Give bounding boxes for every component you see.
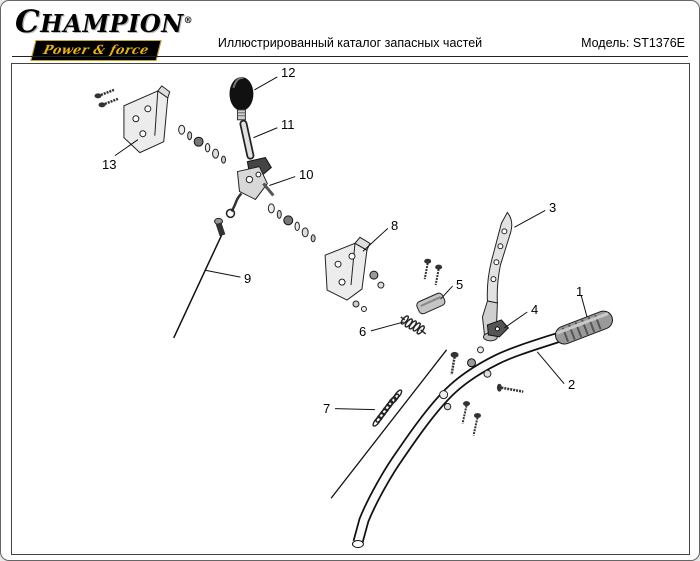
part-1-grip [554, 310, 613, 345]
part-callout-7: 7 [323, 401, 331, 416]
part-callout-11: 11 [281, 117, 295, 132]
handlebar-fasteners [439, 346, 524, 436]
brand-tagline-banner: Power & force [30, 39, 162, 61]
part-callout-5: 5 [456, 277, 464, 292]
part-callout-13: 13 [102, 157, 117, 172]
part-7-spring-cable [330, 349, 448, 499]
catalog-title: Иллюстрированный каталог запасных частей [217, 36, 483, 50]
brand-text: CHAMPION [15, 4, 184, 40]
header-divider [12, 56, 688, 57]
washer-set-upper [178, 124, 227, 164]
part-callout-12: 12 [281, 65, 296, 80]
exploded-diagram [94, 76, 613, 549]
part-callout-4: 4 [531, 302, 539, 317]
registered-mark: ® [183, 16, 194, 26]
part-callout-1: 1 [576, 284, 584, 299]
washer-set-lower [267, 203, 316, 243]
part-13-screws [94, 88, 119, 108]
part-callout-2: 2 [568, 377, 576, 392]
part-12-knob [229, 76, 254, 121]
part-9-cable [173, 217, 226, 339]
part-8-bracket [324, 236, 385, 312]
part-3-lever [481, 211, 513, 342]
part-6-spring [400, 315, 427, 335]
page-header: CHAMPION® Power & force Иллюстрированный… [1, 1, 699, 61]
part-11-rod [239, 119, 255, 160]
diagram-area: 1 2 3 4 5 6 7 8 9 10 11 12 13 [11, 63, 690, 555]
part-callout-9: 9 [244, 271, 252, 286]
part-4-bracket [486, 319, 510, 338]
part-callout-3: 3 [549, 200, 557, 215]
model-label: Модель: ST1376E [581, 36, 685, 50]
brand-name: CHAMPION® [15, 4, 193, 40]
part-callout-6: 6 [359, 324, 367, 339]
brand-logo: CHAMPION® Power & force [15, 4, 193, 61]
part-10-lever-assembly [225, 157, 275, 219]
part-callout-10: 10 [299, 167, 314, 182]
part-2-handlebar-tube [351, 329, 568, 549]
part-5-clamp [416, 258, 446, 315]
callout-leader-lines [114, 76, 588, 411]
part-13-bracket [123, 85, 171, 154]
part-callout-8: 8 [391, 218, 399, 233]
brand-tagline: Power & force [41, 41, 151, 57]
